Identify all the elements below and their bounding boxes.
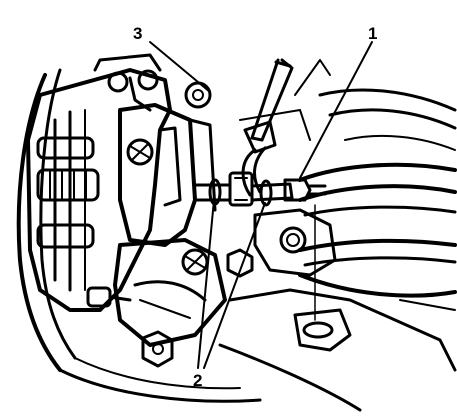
callout-leader-lines [149,41,373,369]
steering-knuckle [218,59,457,412]
callout-label-1: 1 [368,24,377,43]
brake-hose [193,58,327,207]
copper-washers [208,178,273,207]
callout-label-2: 2 [193,371,202,390]
brake-rotor [16,68,262,403]
callout-label-3: 3 [133,24,142,43]
caliper-bolts [86,69,254,368]
